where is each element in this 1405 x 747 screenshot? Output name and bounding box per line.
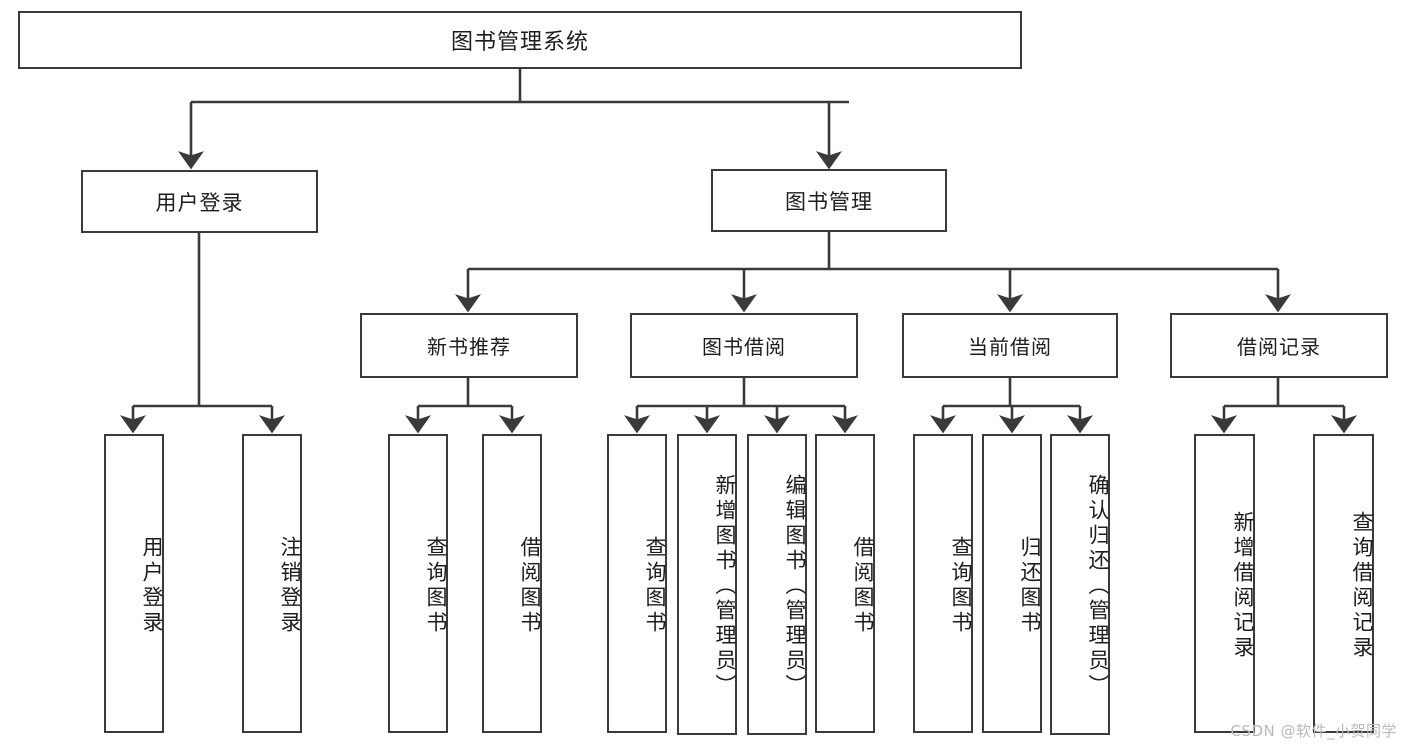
csdn-watermark: CSDN @软件_小贺同学 — [1230, 722, 1397, 740]
node-leaf-borrow-book[interactable]: 借阅图书 — [815, 434, 875, 733]
node-leaf-query-book-current[interactable]: 查询图书 — [913, 434, 973, 733]
node-new-book-recommend[interactable]: 新书推荐 — [360, 313, 578, 378]
node-leaf-borrow-book-recommend[interactable]: 借阅图书 — [482, 434, 542, 733]
node-leaf-edit-book-admin[interactable]: 编辑图书（管理员） — [747, 434, 807, 735]
node-book-management[interactable]: 图书管理 — [711, 169, 947, 232]
node-current-borrow[interactable]: 当前借阅 — [902, 313, 1118, 378]
node-leaf-query-borrow-record[interactable]: 查询借阅记录 — [1313, 434, 1374, 733]
node-borrow-record[interactable]: 借阅记录 — [1170, 313, 1388, 378]
node-book-management-system[interactable]: 图书管理系统 — [18, 11, 1022, 69]
node-leaf-confirm-return-admin[interactable]: 确认归还（管理员） — [1050, 434, 1110, 735]
node-book-borrow[interactable]: 图书借阅 — [630, 313, 858, 378]
node-user-login[interactable]: 用户登录 — [81, 170, 318, 233]
node-leaf-logout-login[interactable]: 注销登录 — [242, 434, 302, 733]
node-leaf-user-login[interactable]: 用户登录 — [104, 434, 164, 733]
node-leaf-query-book-recommend[interactable]: 查询图书 — [388, 434, 448, 733]
node-leaf-add-book-admin[interactable]: 新增图书（管理员） — [677, 434, 737, 735]
node-leaf-query-book-borrow[interactable]: 查询图书 — [607, 434, 667, 733]
node-leaf-return-book[interactable]: 归还图书 — [982, 434, 1042, 733]
node-leaf-add-borrow-record[interactable]: 新增借阅记录 — [1194, 434, 1255, 733]
